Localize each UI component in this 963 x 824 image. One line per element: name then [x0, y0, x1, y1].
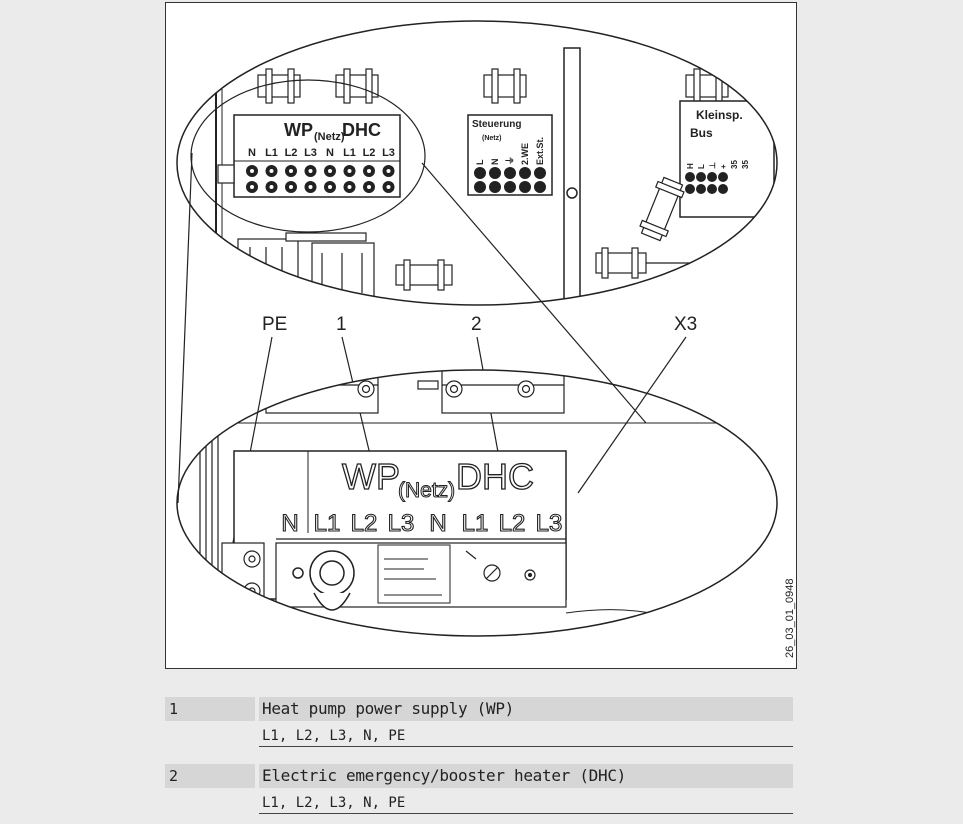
terminal-screw-slot: [250, 185, 254, 189]
bottom-header-dhc: DHC: [456, 456, 534, 497]
terminal-screw: [685, 184, 695, 194]
steuerung-sub: (Netz): [482, 135, 501, 142]
steuerung-label: N: [490, 159, 500, 166]
bottom-header-wp: WP: [342, 456, 400, 497]
terminal-screw-slot: [367, 169, 371, 173]
steuerung-title: Steuerung: [472, 119, 521, 130]
terminal-screw: [489, 167, 501, 179]
zoom-connector-lines: [177, 152, 647, 504]
bottom-detail-view: WP (Netz) DHC N L1 L2 L3 N L1 L2 L3: [176, 369, 778, 637]
terminal-screw: [519, 181, 531, 193]
terminal-screw: [504, 181, 516, 193]
bus-title: Kleinsp.: [696, 108, 743, 122]
terminal-screw: [474, 181, 486, 193]
legend-detail: L1, L2, L3, N, PE: [259, 792, 793, 814]
steuerung-label: L: [475, 159, 485, 165]
terminal-screw-slot: [289, 185, 293, 189]
terminal-screw-slot: [289, 169, 293, 173]
legend-detail: L1, L2, L3, N, PE: [259, 725, 793, 747]
bus-label: ⊥: [708, 162, 717, 169]
terminal-screw: [707, 172, 717, 182]
bottom-terminal-label: L1: [314, 510, 341, 537]
top-terminal-label: L1: [343, 147, 356, 159]
bottom-header-netz: (Netz): [398, 479, 455, 502]
terminal-screw-slot: [386, 185, 391, 189]
top-terminal-label: N: [326, 147, 334, 159]
terminal-screw-slot: [308, 185, 313, 189]
top-terminal-label: L3: [382, 147, 395, 159]
terminal-screw-slot: [347, 185, 352, 189]
terminal-screw: [504, 167, 516, 179]
bus-label: H: [686, 163, 695, 169]
terminal-screw: [707, 184, 717, 194]
terminal-screw: [489, 181, 501, 193]
callout-1: 1: [336, 314, 347, 335]
terminal-screw: [718, 172, 728, 182]
top-terminal-label: L1: [265, 147, 278, 159]
legend-title: Heat pump power supply (WP): [259, 697, 793, 721]
terminal-screw-slot: [308, 169, 313, 173]
terminal-screw-slot: [347, 169, 352, 173]
bus-label: 35: [741, 160, 750, 169]
terminal-screw: [696, 184, 706, 194]
steuerung-label: ⏚: [505, 156, 515, 165]
bus-label: +: [719, 164, 728, 169]
top-header-wp: WP: [284, 120, 313, 140]
terminal-screw: [696, 172, 706, 182]
terminal-screw-slot: [367, 185, 371, 189]
terminal-screw: [519, 167, 531, 179]
terminal-screw: [534, 167, 546, 179]
top-terminal-label: N: [248, 147, 256, 159]
bus-label: 35: [730, 160, 739, 169]
terminal-screw-slot: [250, 169, 254, 173]
callout-x3: X3: [674, 314, 697, 335]
callout-2: 2: [471, 314, 482, 335]
bottom-terminal-label: N: [281, 510, 298, 537]
legend-number: 1: [165, 697, 255, 721]
callout-pe: PE: [262, 314, 287, 335]
terminal-screw: [534, 181, 546, 193]
terminal-screw-slot: [328, 169, 332, 173]
bottom-terminal-label: N: [429, 510, 446, 537]
top-header-netz: (Netz): [314, 131, 345, 143]
top-terminal-label: L2: [363, 147, 376, 159]
bottom-terminal-label: L1: [462, 510, 489, 537]
legend-title: Electric emergency/booster heater (DHC): [259, 764, 793, 788]
terminal-screw-slot: [269, 169, 274, 173]
bus-label: L: [697, 164, 706, 169]
steuerung-label: 2.WE: [520, 143, 530, 165]
bottom-terminal-label: L3: [536, 510, 563, 537]
top-terminal-label: L2: [285, 147, 298, 159]
terminal-screw: [474, 167, 486, 179]
legend-number: 2: [165, 764, 255, 788]
terminal-screw: [685, 172, 695, 182]
bottom-terminal-label: L2: [499, 510, 526, 537]
terminal-screw: [718, 184, 728, 194]
terminal-screw-slot: [269, 185, 274, 189]
steuerung-label: Ext.St.: [535, 137, 545, 165]
figure-code: 26_03_01_0948: [784, 578, 796, 658]
bus-sub: Bus: [690, 126, 713, 140]
top-terminal-label: L3: [304, 147, 317, 159]
terminal-screw-slot: [328, 185, 332, 189]
bottom-terminal-label: L2: [351, 510, 378, 537]
bottom-terminal-label: L3: [388, 510, 415, 537]
top-header-dhc: DHC: [342, 120, 381, 140]
terminal-screw-slot: [386, 169, 391, 173]
